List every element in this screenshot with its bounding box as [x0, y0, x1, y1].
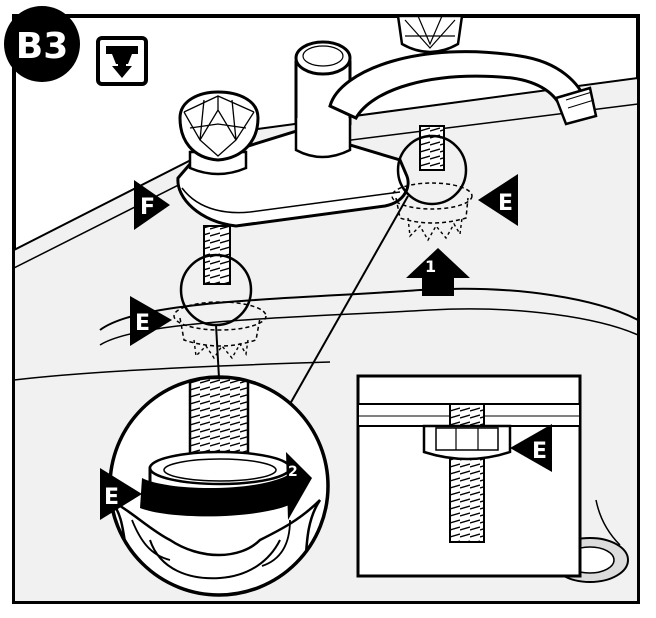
callout-F: F: [134, 180, 170, 230]
arrow-2-label: 2: [288, 464, 298, 480]
callout-E-right: E: [478, 174, 518, 226]
svg-text:E: E: [104, 485, 119, 510]
rotate-arrow-band: [140, 474, 296, 517]
inset-rod: [449, 403, 485, 543]
right-mounting-nut: [391, 182, 473, 242]
left-mounting-nut: [173, 301, 267, 360]
zoom-connector-left: [215, 324, 220, 379]
svg-text:E: E: [532, 439, 547, 464]
right-shank: [419, 125, 445, 171]
up-arrow-1: [406, 248, 470, 296]
inset-nut: [422, 424, 512, 461]
left-handle-knob: [178, 90, 260, 176]
svg-text:F: F: [140, 195, 155, 220]
callout-E-inset: E: [510, 424, 552, 472]
svg-text:E: E: [498, 191, 513, 216]
svg-text:E: E: [135, 311, 150, 336]
zoom-detail: [108, 375, 330, 597]
inset-detail-panel: [356, 374, 582, 578]
right-magnify-circle: [396, 134, 468, 206]
step-badge: B3: [4, 6, 80, 82]
arrow-1-label: 1: [425, 257, 436, 276]
step-id-label: B3: [16, 26, 69, 67]
faucet-install-down-icon: [96, 36, 148, 86]
rotate-arrow-head: [286, 452, 312, 520]
right-handle-knob: [396, 14, 464, 54]
zoom-connector-right: [289, 195, 409, 405]
callout-E-zoom: E: [100, 468, 142, 520]
callout-E-left: E: [130, 296, 172, 346]
